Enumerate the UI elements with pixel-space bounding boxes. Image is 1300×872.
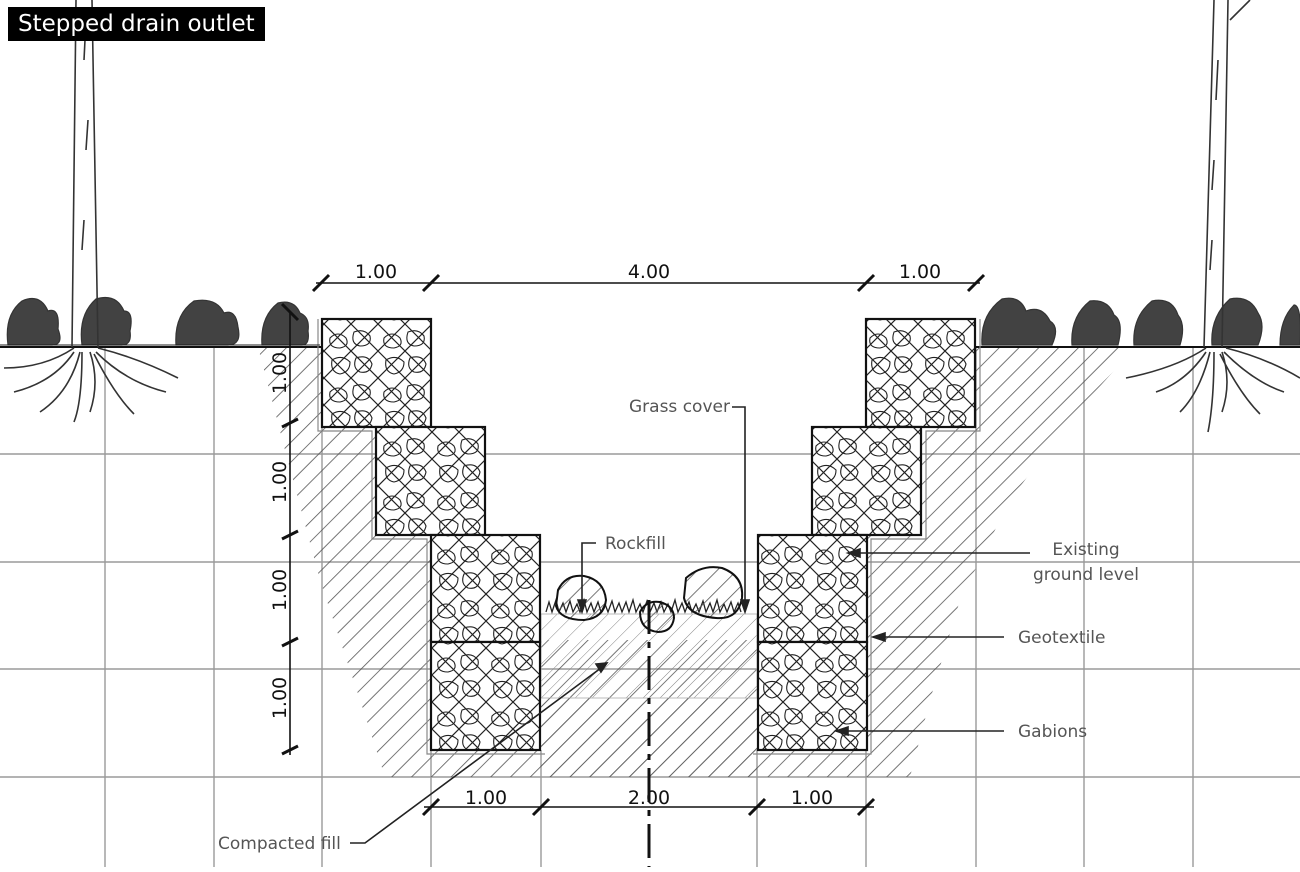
dim-top-left: 1.00	[355, 261, 397, 283]
leader-lines	[350, 406, 1030, 844]
dimension-top	[311, 273, 986, 293]
dim-top-center: 4.00	[628, 261, 670, 283]
dim-bottom-center: 2.00	[628, 787, 670, 809]
dim-bottom-right: 1.00	[791, 787, 833, 809]
tree-left	[3, 0, 179, 423]
label-existing-ground-2: ground level	[1033, 565, 1139, 585]
label-rockfill: Rockfill	[605, 534, 666, 554]
dim-vertical-1: 1.00	[269, 352, 291, 394]
label-gabions: Gabions	[1018, 722, 1087, 742]
dimension-vertical	[280, 302, 300, 756]
dimension-bottom	[421, 797, 876, 817]
gabions-right	[756, 317, 977, 752]
shrubs-right	[981, 297, 1300, 346]
gabions-left	[320, 317, 542, 752]
label-geotextile: Geotextile	[1018, 628, 1106, 648]
dim-bottom-left: 1.00	[465, 787, 507, 809]
title-badge: Stepped drain outlet	[8, 7, 265, 41]
rockfill-stones	[554, 566, 744, 634]
label-existing-ground-1: Existing	[1052, 540, 1119, 560]
dim-vertical-3: 1.00	[269, 569, 291, 611]
geotextile-line	[317, 319, 981, 755]
compacted-soil-hatch	[258, 347, 1135, 777]
dim-vertical-2: 1.00	[269, 461, 291, 503]
tree-right	[1125, 0, 1300, 433]
dim-top-right: 1.00	[899, 261, 941, 283]
label-compacted-fill: Compacted fill	[218, 834, 341, 854]
shrubs-left	[0, 296, 320, 346]
label-grass-cover: Grass cover	[629, 397, 730, 417]
dim-vertical-4: 1.00	[269, 677, 291, 719]
